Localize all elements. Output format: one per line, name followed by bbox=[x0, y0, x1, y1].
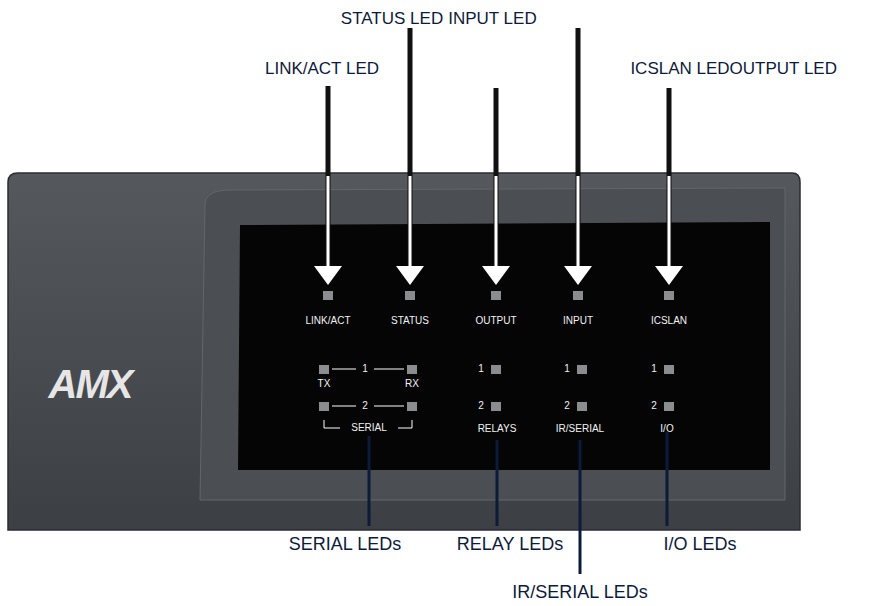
panel-label: TX bbox=[318, 379, 331, 389]
led-squares bbox=[319, 291, 674, 411]
channel-number: 1 bbox=[478, 364, 484, 374]
device-housing bbox=[8, 173, 800, 530]
callout-label: STATUS LED bbox=[341, 10, 443, 27]
callout-label: OUTPUT LED bbox=[730, 60, 837, 77]
panel-label: SERIAL bbox=[351, 423, 387, 433]
callout-label: I/O LEDs bbox=[663, 535, 736, 553]
serial-bracket bbox=[324, 369, 412, 428]
callout-label: INPUT LED bbox=[448, 10, 537, 27]
led-window bbox=[238, 222, 770, 470]
panel-label: RX bbox=[405, 379, 419, 389]
panel-label: OUTPUT bbox=[475, 316, 516, 326]
leader-lines bbox=[369, 432, 667, 574]
panel-label: I/O bbox=[660, 424, 673, 434]
channel-number: 2 bbox=[564, 401, 570, 411]
panel-label: STATUS bbox=[391, 316, 429, 326]
channel-number: 2 bbox=[478, 401, 484, 411]
callout-label: RELAY LEDs bbox=[457, 535, 563, 553]
panel-label: INPUT bbox=[563, 316, 593, 326]
channel-number: 1 bbox=[651, 364, 657, 374]
callout-label: SERIAL LEDs bbox=[289, 535, 401, 553]
panel-label: LINK/ACT bbox=[305, 316, 350, 326]
brand-logo: AMX bbox=[49, 364, 132, 404]
panel-label: IR/SERIAL bbox=[556, 424, 604, 434]
channel-number: 2 bbox=[651, 401, 657, 411]
channel-number: 2 bbox=[362, 401, 368, 411]
callout-label: LINK/ACT LED bbox=[265, 60, 379, 77]
panel-label: ICSLAN bbox=[651, 316, 687, 326]
channel-number: 1 bbox=[362, 364, 368, 374]
panel-label: RELAYS bbox=[478, 424, 517, 434]
callout-label: ICSLAN LED bbox=[630, 60, 729, 77]
callout-label: IR/SERIAL LEDs bbox=[512, 583, 647, 601]
front-bezel bbox=[200, 188, 785, 500]
channel-number: 1 bbox=[564, 364, 570, 374]
